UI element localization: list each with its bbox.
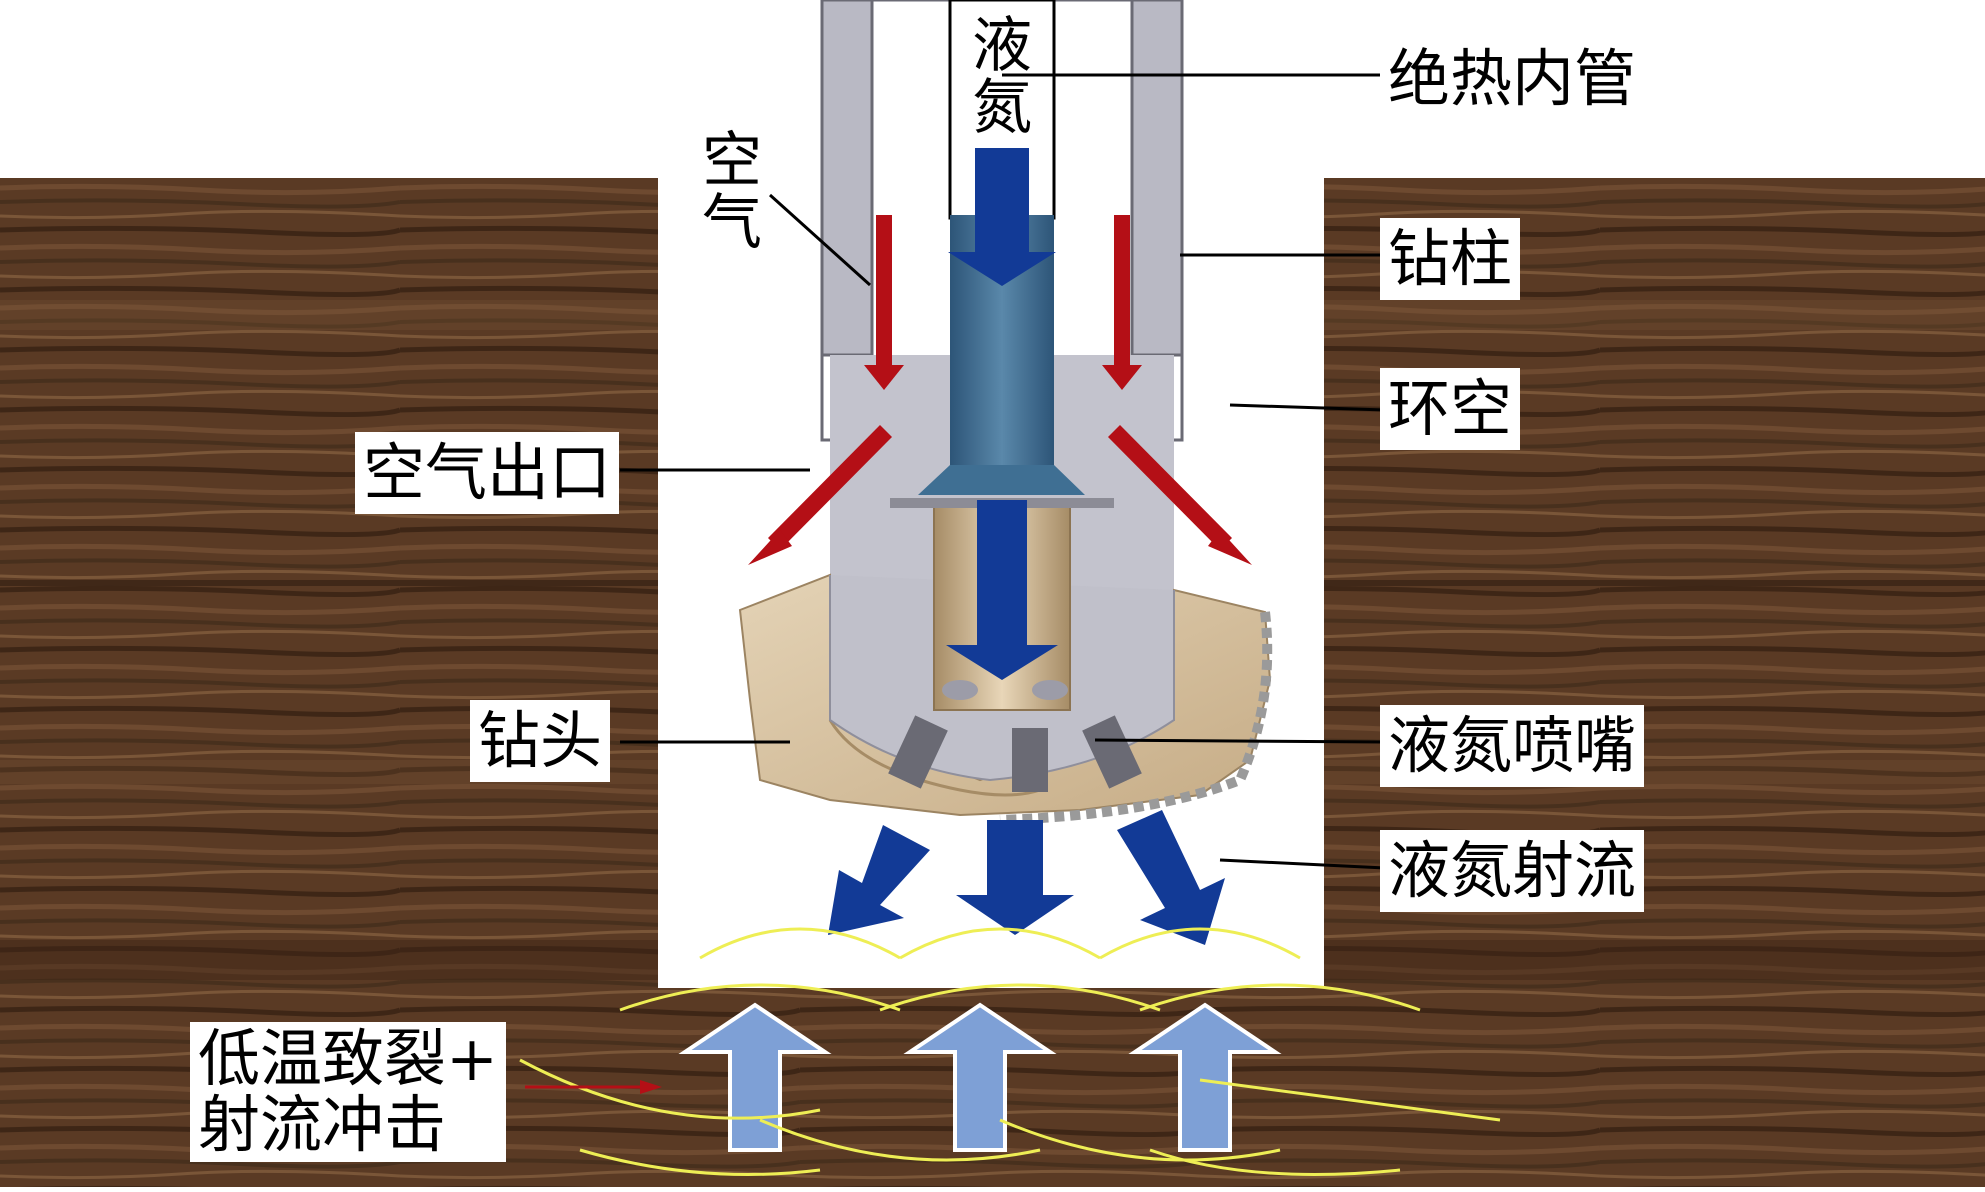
- stress-waves: [519, 927, 1501, 1176]
- drill-string-label: 钻柱: [1380, 218, 1521, 300]
- liquid-nitrogen-vertical-label: 液 氮: [972, 11, 1032, 143]
- drill-bit-label: 钻头: [470, 700, 611, 782]
- insulated-inner-pipe-label: 绝热内管: [1380, 38, 1645, 120]
- effect-arrow: [525, 1080, 662, 1094]
- effect-label: 低温致裂+ 射流冲击: [190, 1022, 506, 1162]
- ln2-jet-label: 液氮射流: [1380, 830, 1645, 912]
- leader-lines: [620, 73, 1395, 870]
- ln2-nozzles: [888, 715, 1142, 792]
- air-flow-arrows: [748, 215, 1252, 565]
- air-outlet-label: 空气出口: [355, 432, 620, 514]
- air-vertical-label: 空 气: [702, 126, 762, 258]
- ln2-flow-arrows: [828, 148, 1225, 945]
- upward-arrows: [678, 1002, 1282, 1152]
- annulus-label: 环空: [1380, 368, 1521, 450]
- ln2-nozzle-label: 液氮喷嘴: [1380, 705, 1645, 787]
- effect-label-line1: 低温致裂+: [198, 1022, 498, 1095]
- effect-label-line2: 射流冲击: [198, 1088, 447, 1161]
